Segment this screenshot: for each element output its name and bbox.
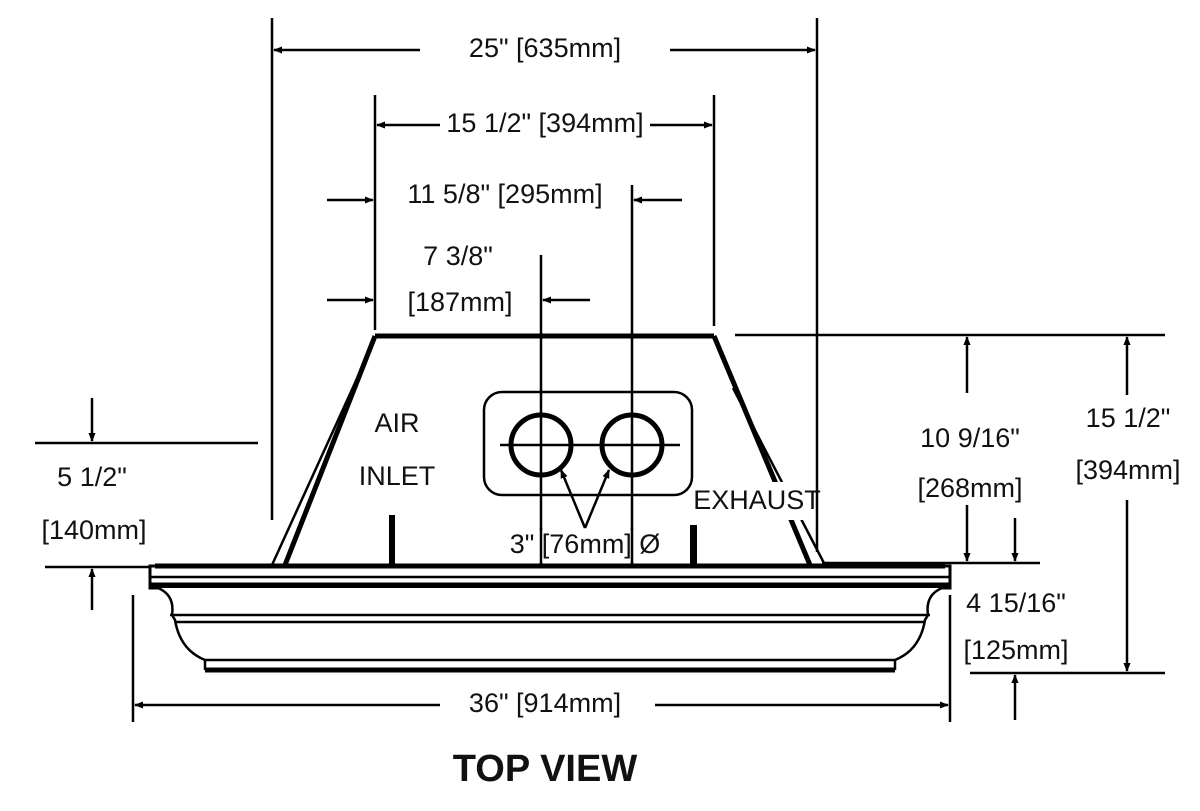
extension-lines	[35, 18, 1165, 722]
dim-label: 10 9/16"	[920, 423, 1020, 453]
dim-top-width: 15 1/2" [394mm]	[376, 108, 713, 138]
dim-overall-top: 25" [635mm]	[273, 33, 816, 63]
dim-base-height: 4 15/16" [125mm]	[963, 518, 1069, 720]
dim-label: 36" [914mm]	[469, 688, 621, 718]
dim-pipe-offset-near: 7 3/8" [187mm]	[327, 241, 590, 317]
dim-label: 5 1/2"	[57, 462, 127, 492]
dim-upper-height: 10 9/16" [268mm]	[917, 336, 1023, 562]
dim-base-width: 36" [914mm]	[134, 688, 949, 718]
exhaust-post	[690, 525, 697, 565]
dim-label: [394mm]	[1075, 455, 1180, 485]
dim-label: 11 5/8" [295mm]	[407, 179, 602, 209]
unit-body	[148, 333, 952, 673]
dim-label: 15 1/2" [394mm]	[446, 108, 643, 138]
vent-panel	[482, 390, 694, 497]
dim-pipe-offset-far: 11 5/8" [295mm]	[327, 179, 682, 209]
dim-label: [140mm]	[41, 515, 146, 545]
dim-left-height: 5 1/2" [140mm]	[41, 398, 147, 610]
exhaust-label: EXHAUST	[693, 485, 821, 515]
air-inlet-label: AIR	[374, 408, 419, 438]
pipe-diameter-label: 3" [76mm] Ø	[510, 529, 661, 559]
dim-label: [268mm]	[917, 473, 1022, 503]
dim-label: 7 3/8"	[423, 241, 493, 271]
dim-label: [125mm]	[963, 635, 1068, 665]
view-title: TOP VIEW	[453, 748, 638, 790]
air-inlet-label: INLET	[359, 461, 436, 491]
dim-label: [187mm]	[407, 287, 512, 317]
dim-label: 15 1/2"	[1086, 403, 1171, 433]
dim-label: 4 15/16"	[966, 588, 1066, 618]
dim-label: 25" [635mm]	[469, 33, 621, 63]
dim-total-height: 15 1/2" [394mm]	[1075, 336, 1181, 672]
inlet-post	[389, 515, 395, 565]
